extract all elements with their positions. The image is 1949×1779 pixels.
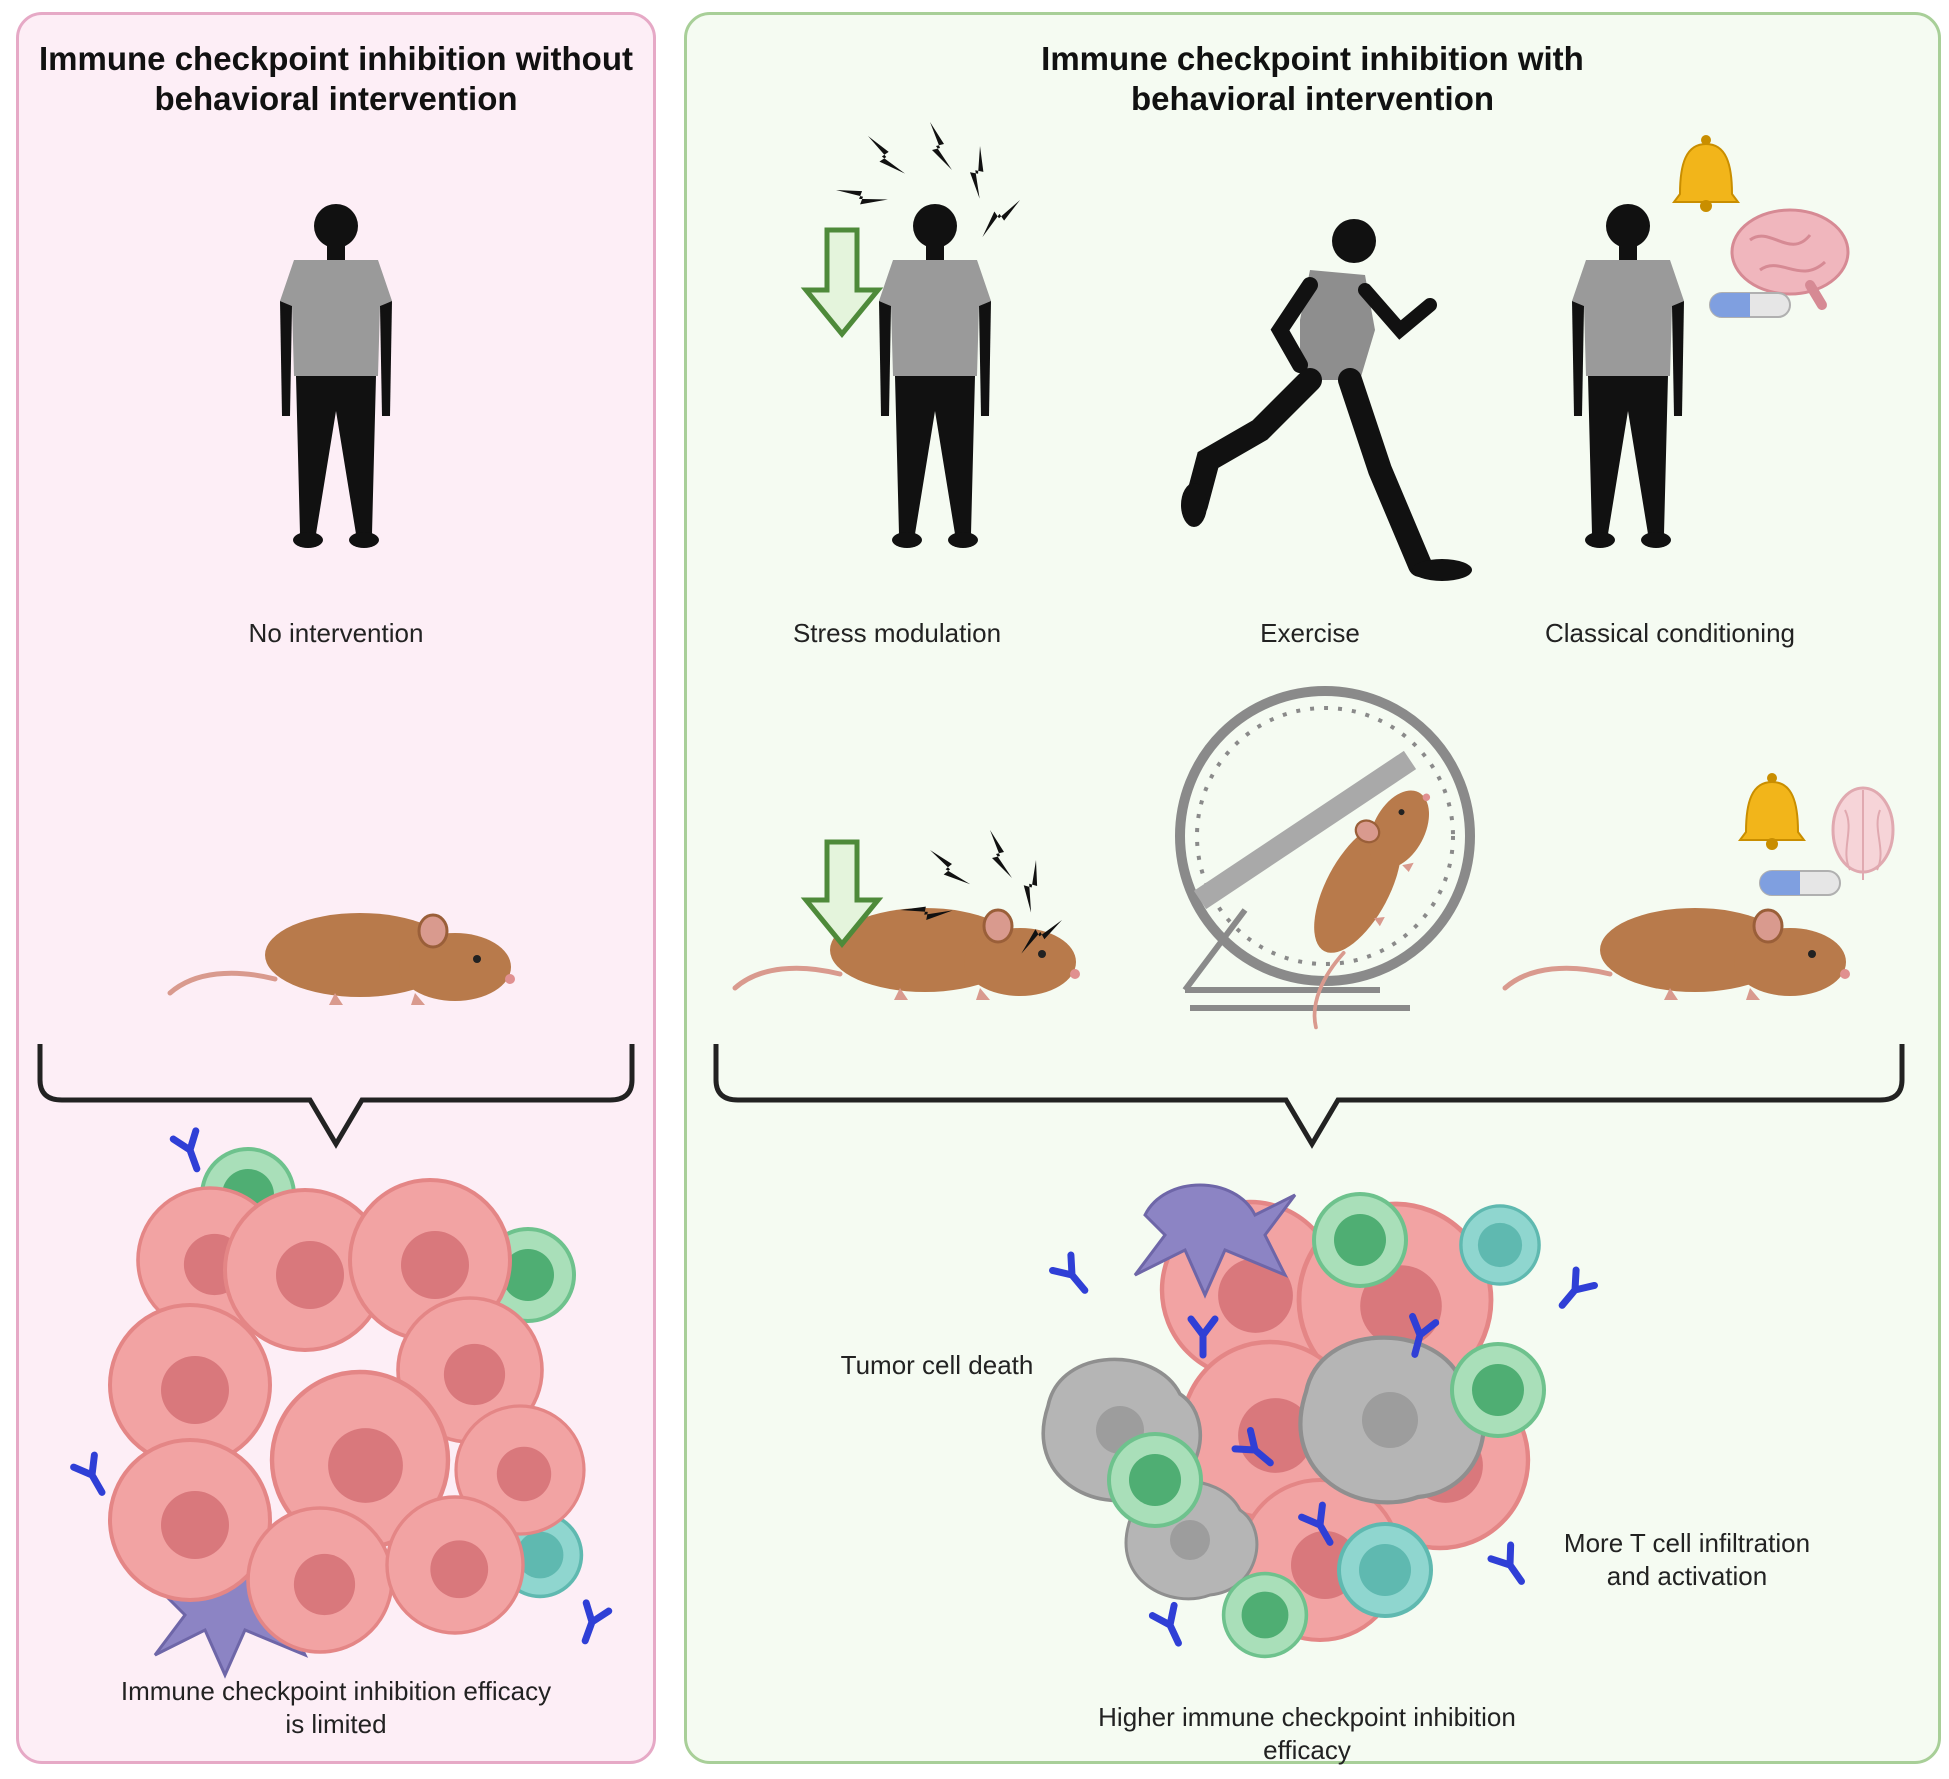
human-silhouette-icon bbox=[879, 204, 991, 548]
left-brace bbox=[37, 1044, 635, 1149]
no-intervention-label: No intervention bbox=[248, 618, 424, 648]
bell-icon bbox=[1673, 134, 1739, 213]
t-cell bbox=[1107, 1432, 1203, 1528]
right-brace bbox=[713, 1044, 1905, 1149]
exercise-label: Exercise bbox=[1260, 618, 1360, 648]
pill-icon bbox=[1759, 870, 1841, 896]
stress-modulation-label: Stress modulation bbox=[792, 618, 1002, 648]
mouse-icon bbox=[735, 908, 1080, 1000]
antibody-icon bbox=[173, 1131, 208, 1173]
tumor-cluster-left bbox=[74, 1131, 609, 1679]
bell-icon bbox=[1739, 772, 1805, 851]
t-cell bbox=[1450, 1342, 1546, 1438]
pill-icon bbox=[1709, 292, 1791, 318]
classical-conditioning-label: Classical conditioning bbox=[1544, 618, 1796, 648]
antibody-icon bbox=[574, 1603, 609, 1645]
antibody-icon bbox=[74, 1455, 113, 1498]
t-cell bbox=[1459, 1204, 1541, 1286]
down-arrow-icon bbox=[800, 839, 884, 948]
antibody-icon bbox=[1053, 1255, 1095, 1298]
human-silhouette-icon bbox=[280, 204, 392, 548]
right-panel-title: Immune checkpoint inhibition with behavi… bbox=[1041, 40, 1584, 117]
brain-icon bbox=[1831, 786, 1895, 880]
down-arrow-icon bbox=[800, 227, 884, 338]
tumor-cell bbox=[108, 1438, 272, 1602]
human-silhouette-icon bbox=[1572, 204, 1684, 548]
tumor-cell-death-label: Tumor cell death bbox=[840, 1350, 1034, 1380]
brain-icon bbox=[1730, 208, 1850, 310]
tumor-cell bbox=[385, 1495, 525, 1635]
t-cell bbox=[1337, 1522, 1433, 1618]
antibody-icon bbox=[1491, 1545, 1531, 1588]
mouse-icon bbox=[1505, 908, 1850, 1000]
tumor-cell bbox=[246, 1506, 394, 1654]
t-cell bbox=[1221, 1571, 1309, 1659]
right-efficacy-label: Higher immune checkpoint inhibition effi… bbox=[1098, 1702, 1516, 1765]
tumor-cluster-right bbox=[1041, 1183, 1595, 1659]
antibody-icon bbox=[1553, 1270, 1595, 1313]
mouse-icon bbox=[170, 913, 515, 1005]
antibody-icon bbox=[1152, 1605, 1189, 1648]
t-cell-infiltration-label: More T cell infiltration and activation bbox=[1563, 1528, 1811, 1591]
left-efficacy-label: Immune checkpoint inhibition efficacy is… bbox=[120, 1676, 552, 1739]
hamster-wheel-icon bbox=[1175, 686, 1475, 1011]
dendritic-cell bbox=[1133, 1183, 1297, 1299]
t-cell bbox=[1312, 1192, 1408, 1288]
running-human-icon bbox=[1181, 219, 1472, 581]
left-panel-title: Immune checkpoint inhibition without beh… bbox=[39, 40, 633, 117]
